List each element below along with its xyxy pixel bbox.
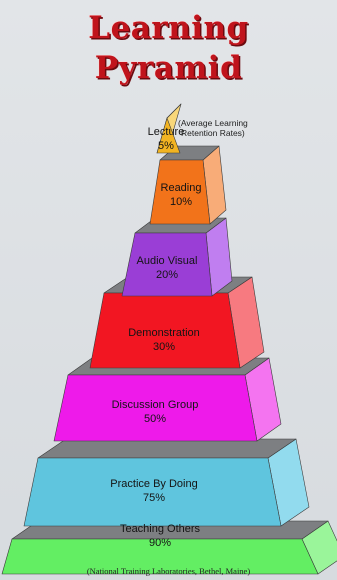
tier-name: Teaching Others [119, 523, 201, 535]
title-line-2: Pyramid [94, 50, 243, 86]
tier-front-6 [23, 457, 282, 527]
tier-percent: 75% [142, 492, 166, 504]
tier-label-1: Lecture 5% [148, 125, 185, 153]
tier-label-7: Teaching Others 90% [120, 522, 200, 550]
tier-label-3: Audio Visual 20% [137, 254, 198, 282]
tier-front-3 [121, 232, 213, 297]
retention-note: (Average Learning Retention Rates) [178, 118, 248, 138]
tier-name: Lecture [147, 126, 185, 138]
tier-front-7 [1, 538, 319, 575]
tier-name: Practice By Doing [110, 478, 198, 490]
tier-top-1 [166, 103, 182, 119]
tier-percent: 5% [158, 140, 174, 152]
tier-front-2 [149, 159, 211, 225]
tier-percent: 90% [148, 537, 172, 549]
tier-label-2: Reading 10% [161, 181, 202, 209]
title-line-1: Learning [88, 10, 249, 46]
tier-name: Audio Visual [136, 255, 198, 267]
tier-label-6: Practice By Doing 75% [110, 477, 197, 505]
tier-label-4: Demonstration 30% [128, 326, 200, 354]
tier-front-1 [156, 117, 181, 154]
tier-front-5 [53, 374, 258, 442]
tier-percent: 20% [155, 269, 179, 281]
source-citation: (National Training Laboratories, Bethel,… [86, 566, 251, 576]
tier-percent: 10% [169, 196, 193, 208]
tier-percent: 50% [143, 413, 167, 425]
retention-note-line-2: Retention Rates) [180, 128, 245, 138]
tier-label-5: Discussion Group 50% [112, 398, 199, 426]
tier-percent: 30% [152, 341, 176, 353]
tier-name: Reading [160, 182, 202, 194]
tier-top-6 [37, 438, 297, 459]
tier-name: Discussion Group [111, 399, 199, 411]
tier-name: Demonstration [128, 327, 200, 339]
retention-note-line-1: (Average Learning [178, 118, 248, 128]
